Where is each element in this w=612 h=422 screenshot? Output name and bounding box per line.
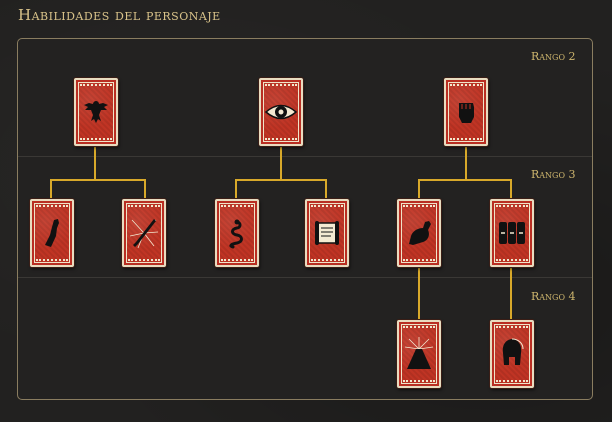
shields-icon (499, 222, 525, 244)
rank-divider (18, 277, 592, 278)
connector-line (510, 179, 512, 201)
rank-label-4: Rango 4 (531, 290, 576, 303)
rank-label-2: Rango 2 (531, 50, 576, 63)
connector-line (418, 179, 512, 181)
connector-line (465, 146, 467, 181)
connector-line (280, 146, 282, 181)
helmet-icon (502, 338, 524, 365)
skill-card-scroll[interactable] (305, 199, 349, 267)
skill-card-shields[interactable] (490, 199, 534, 267)
flexed-arm-icon (409, 221, 431, 245)
skill-card-arm[interactable] (30, 199, 74, 267)
skill-card-helmet[interactable] (490, 320, 534, 388)
connector-line (235, 179, 327, 181)
skill-card-volcano[interactable] (397, 320, 441, 388)
rank-divider (18, 156, 592, 157)
skill-card-eye[interactable] (259, 78, 303, 146)
rank-label-3: Rango 3 (531, 168, 576, 181)
snake-icon (229, 219, 243, 249)
sword-icon (129, 219, 159, 249)
connector-line (144, 179, 146, 201)
page-title: Habilidades del personaje (18, 6, 221, 24)
scroll-icon (315, 221, 339, 245)
eagle-icon (84, 101, 108, 123)
connector-line (50, 179, 52, 201)
skill-card-eagle[interactable] (74, 78, 118, 146)
connector-line (235, 179, 237, 201)
skill-card-flexed-arm[interactable] (397, 199, 441, 267)
skill-card-sword[interactable] (122, 199, 166, 267)
connector-line (510, 267, 512, 322)
connector-line (325, 179, 327, 201)
skill-card-fist[interactable] (444, 78, 488, 146)
fist-icon (459, 103, 474, 123)
connector-line (418, 267, 420, 322)
volcano-icon (404, 337, 434, 369)
connector-line (94, 146, 96, 181)
skill-card-snake[interactable] (215, 199, 259, 267)
connector-line (418, 179, 420, 201)
arm-icon (45, 219, 59, 247)
connector-line (50, 179, 146, 181)
eye-icon (265, 104, 297, 120)
